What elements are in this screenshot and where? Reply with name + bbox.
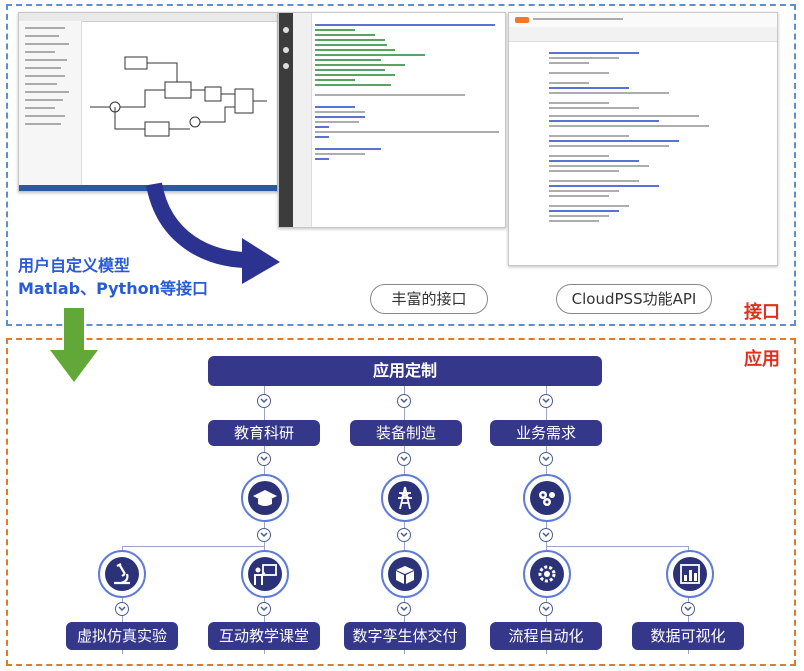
connector bbox=[122, 546, 123, 654]
cloudpss-api-label: CloudPSS功能API bbox=[556, 284, 712, 314]
chevron-down-icon bbox=[539, 452, 553, 466]
application-section bbox=[6, 338, 796, 666]
connector bbox=[122, 546, 264, 547]
connector bbox=[688, 546, 689, 654]
user-model-subtitle: Matlab、Python等接口 bbox=[18, 279, 208, 298]
rich-interface-label: 丰富的接口 bbox=[370, 284, 488, 314]
interface-section bbox=[6, 4, 796, 326]
leaf-virtual-simulation-lab: 虚拟仿真实验 bbox=[66, 622, 178, 650]
leaf-data-visualization: 数据可视化 bbox=[632, 622, 744, 650]
application-customization-header: 应用定制 bbox=[208, 356, 602, 386]
leaf-process-automation: 流程自动化 bbox=[490, 622, 602, 650]
green-down-arrow bbox=[50, 308, 98, 382]
chevron-down-icon bbox=[257, 602, 271, 616]
schematic-editor-screenshot bbox=[18, 12, 278, 192]
leaf-interactive-classroom: 互动教学课堂 bbox=[208, 622, 320, 650]
code-editor-screenshot bbox=[278, 12, 506, 228]
jupyter-notebook-screenshot bbox=[508, 12, 778, 266]
chevron-down-icon bbox=[681, 602, 695, 616]
microscope-icon bbox=[98, 550, 146, 598]
graduation-cap-icon bbox=[241, 474, 289, 522]
bar-chart-icon bbox=[666, 550, 714, 598]
chevron-down-icon bbox=[539, 394, 553, 408]
box-delivery-icon bbox=[381, 550, 429, 598]
transmission-tower-icon bbox=[381, 474, 429, 522]
interface-section-label: 接口 bbox=[744, 302, 780, 323]
category-education-research: 教育科研 bbox=[208, 420, 320, 446]
chevron-down-icon bbox=[115, 602, 129, 616]
interface-flow-arrow bbox=[146, 182, 280, 284]
chevron-down-icon bbox=[257, 528, 271, 542]
chevron-down-icon bbox=[257, 394, 271, 408]
gears-icon bbox=[523, 474, 571, 522]
chevron-down-icon bbox=[397, 528, 411, 542]
leaf-digital-twin-delivery: 数字孪生体交付 bbox=[344, 622, 466, 650]
application-section-label: 应用 bbox=[744, 349, 780, 370]
chevron-down-icon bbox=[397, 394, 411, 408]
connector bbox=[546, 546, 688, 547]
category-equipment-manufacturing: 装备制造 bbox=[350, 420, 462, 446]
chevron-down-icon bbox=[257, 452, 271, 466]
process-gear-icon bbox=[523, 550, 571, 598]
chevron-down-icon bbox=[539, 602, 553, 616]
category-business-needs: 业务需求 bbox=[490, 420, 602, 446]
chevron-down-icon bbox=[397, 602, 411, 616]
chevron-down-icon bbox=[397, 452, 411, 466]
user-model-title: 用户自定义模型 bbox=[18, 256, 131, 275]
schematic-diagram bbox=[90, 56, 267, 137]
chevron-down-icon bbox=[539, 528, 553, 542]
teacher-board-icon bbox=[241, 550, 289, 598]
